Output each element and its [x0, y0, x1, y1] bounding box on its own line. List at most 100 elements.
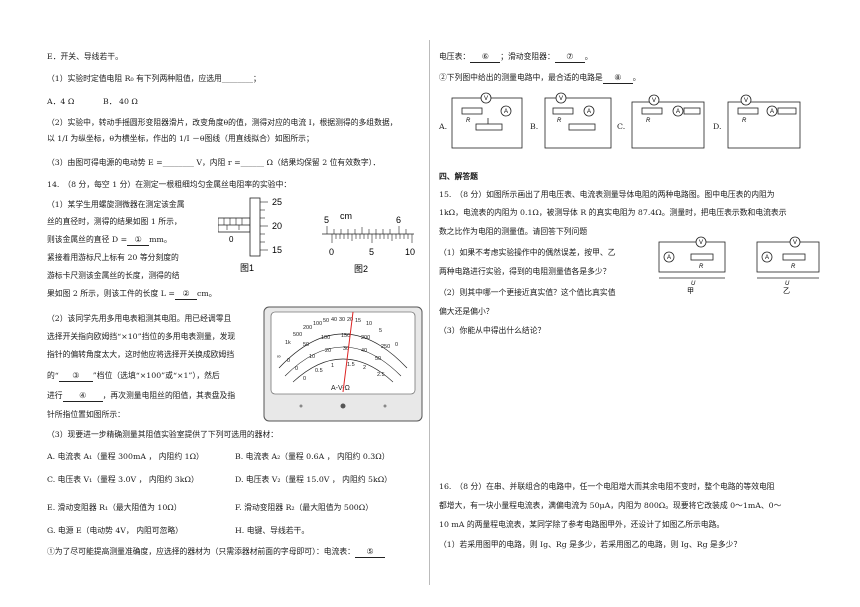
- micrometer-tick-25: 25: [272, 197, 282, 207]
- q16-line1: 16. （8 分）在串、并联组合的电路中，任一个电阻增大而其余电阻不变时，整个电…: [439, 482, 775, 491]
- equip-f: F. 滑动变阻器 R₂（最大阻值为 500Ω）: [235, 503, 374, 512]
- svg-text:R: R: [742, 118, 747, 124]
- q15-part3: （3）你能从中得出什么结论？: [439, 326, 546, 335]
- dc-label-250: 250: [381, 344, 390, 350]
- micrometer-zero-label: 0: [229, 235, 234, 244]
- line-options-e: E．开关、导线若干。: [47, 52, 123, 61]
- ohm-label-500: 500: [293, 332, 302, 338]
- v-label-1: 1: [331, 363, 334, 369]
- fig-yi-caption: 乙: [783, 287, 790, 294]
- q14-3-title: （3）现要进一步精确测量其阻值实验室提供了下列可选用的器材：: [47, 430, 279, 439]
- ac-label-50: 50: [375, 356, 381, 362]
- circuit-label-b: B.: [530, 122, 539, 131]
- q15-part2-b: 偏大还是偏小？: [439, 307, 494, 316]
- ac-label-0: 0: [295, 366, 298, 372]
- ohm-label-15: 15: [355, 318, 361, 324]
- option-a: A．4 Ω: [47, 97, 75, 106]
- blank-5[interactable]: ⑤: [354, 547, 385, 558]
- fig2-caption: 图2: [354, 264, 368, 274]
- caliper-bottom-10: 10: [405, 247, 415, 257]
- caliper-bottom-5: 5: [369, 247, 374, 257]
- ac-label-30: 30: [343, 346, 349, 352]
- voltmeter-icon: V: [699, 240, 703, 246]
- q13-part1: （1）实验时定值电阻 R₀ 有下列两种阻值，应选用________；: [47, 74, 261, 83]
- q16-line3: 10 mA 的两量程电流表，某同学除了参考电路图甲外，还设计了如图乙所示电路。: [439, 520, 725, 529]
- voltmeter-icon: V: [744, 98, 748, 104]
- q14-title: 14. （8 分，每空 1 分）在测定一根粗细均匀金属丝电阻率的实验中：: [47, 180, 292, 189]
- blank-8[interactable]: ⑧: [602, 73, 633, 84]
- q14-2-line4: 的“③”档位（选填“×100”或“×1”），然后: [47, 371, 220, 382]
- svg-text:U: U: [785, 281, 790, 287]
- ammeter-icon: A: [676, 109, 680, 115]
- dc-label-0: 0: [287, 358, 290, 364]
- ammeter-icon: A: [765, 255, 769, 261]
- blank-3[interactable]: ③: [58, 371, 93, 382]
- equip-h: H. 电键、导线若干。: [235, 526, 310, 535]
- q14-2-line6: 针所指位置如图所示：: [47, 410, 125, 419]
- svg-text:R: R: [791, 264, 796, 270]
- section-4-heading: 四、解答题: [439, 172, 478, 181]
- caliper-top-5: 5: [324, 215, 329, 225]
- ohm-label-20: 20: [347, 317, 353, 323]
- q15-part1-a: （1）如果不考虑实验操作中的偶然误差，按甲、乙: [439, 248, 616, 257]
- ohm-label-200: 200: [303, 325, 312, 331]
- ohm-label-1k: 1k: [285, 340, 291, 346]
- q15-line2: 1kΩ，电流表的内阻为 0.1Ω，被测导体 R 的真实电阻为 87.4Ω。测量时…: [439, 208, 787, 217]
- v-label-2: 2: [363, 365, 366, 371]
- dc-label-200: 200: [361, 335, 370, 341]
- dc-label-100: 100: [321, 335, 330, 341]
- q14-1-line1: （1）某学生用螺旋测微器在测定该金属: [47, 200, 185, 209]
- column-divider: [429, 40, 430, 585]
- equip-d: D. 电压表 V₂（量程 15.0V ， 内阻约 5kΩ）: [235, 475, 392, 484]
- q13-part2-cont: 以 1/I 为纵坐标，θ为横坐标，作出的 1/I －θ图线（用直线拟合）如图所示…: [47, 134, 314, 143]
- dc-label-50: 50: [303, 342, 309, 348]
- svg-text:R: R: [557, 118, 562, 124]
- ohm-label-30: 30: [339, 317, 345, 323]
- caliper-figure: cm 5 6 0 5 10 图2: [322, 211, 415, 274]
- blank-7[interactable]: ⑦: [554, 52, 585, 63]
- q15-part2-a: （2）则其中哪一个更接近真实值？这个值比真实值: [439, 288, 616, 297]
- svg-text:R: R: [646, 118, 651, 124]
- micrometer-figure: 0 25 20 15 图1: [218, 197, 282, 273]
- caliper-top-6: 6: [396, 215, 401, 225]
- voltmeter-icon: V: [559, 96, 563, 102]
- voltmeter-icon: V: [484, 96, 488, 102]
- q15-part1-b: 两种电路进行实验，得到的电阻测量值各是多少？: [439, 267, 611, 276]
- q15-line3: 数之比作为电阻的测量值。请回答下列问题: [439, 227, 588, 236]
- equip-e: E. 滑动变阻器 R₁（最大阻值为 10Ω）: [47, 503, 182, 512]
- ohm-label-50: 50: [323, 318, 329, 324]
- q15-circuits: A V A V R R U U 甲 乙: [658, 236, 820, 294]
- multimeter-figure: ∞ 1k 500 200 100 50 40 30 20 15 10 5 0 0…: [263, 306, 423, 422]
- meter-scale-label: A-V-Ω: [331, 385, 350, 392]
- caliper-unit: cm: [340, 211, 352, 221]
- micrometer-tick-20: 20: [272, 221, 282, 231]
- q16-part1: （1）若采用图甲的电路，则 Ig、Rg 是多少，若采用图乙的电路，则 Ig、Rg…: [439, 540, 742, 549]
- q14-2-line1: （2）该同学先用多用电表粗测其电阻。用已经调零且: [47, 314, 232, 323]
- ammeter-icon: A: [770, 109, 774, 115]
- equip-g: G. 电源 E（电动势 4V， 内阻可忽略）: [47, 526, 183, 535]
- ohm-label-40: 40: [331, 317, 337, 323]
- q16-line2: 都增大，有一块小量程电流表，满偏电流为 50μA，内阻为 800Ω。现要将它改装…: [439, 501, 782, 510]
- blank-2[interactable]: ②: [174, 289, 197, 300]
- ohm-label-100: 100: [313, 321, 322, 327]
- q14-1-line4: 紧接着用游标尺上标有 20 等分刻度的: [47, 253, 179, 262]
- q14-3-sub1: ①为了尽可能提高测量准确度，应选择的器材为（只需添器材前面的字母即可）：电流表：…: [47, 547, 385, 558]
- q13-part3: （3）由图可得电源的电动势 E =________ V，内阻 r =______…: [47, 158, 381, 167]
- circuit-c: V A R: [631, 94, 705, 149]
- meter-needle: [342, 311, 354, 393]
- voltmeter-icon: V: [652, 98, 656, 104]
- blank-1[interactable]: ①: [127, 235, 150, 246]
- v-label-0-5: 0.5: [315, 368, 323, 374]
- ac-label-10: 10: [309, 354, 315, 360]
- q14-1-line2: 丝的直径时，测得的结果如图 1 所示，: [47, 217, 182, 226]
- q13-part2: （2）实验中，转动手摇圆形变阻器滑片，改变角度θ的值，测得对应的电流 I，根据测…: [47, 118, 398, 127]
- voltmeter-icon: V: [793, 240, 797, 246]
- blank-4[interactable]: ④: [62, 391, 103, 402]
- dc-label-150: 150: [341, 333, 350, 339]
- blank-6[interactable]: ⑥: [470, 52, 501, 63]
- r-line1: 电压表：⑥；滑动变阻器：⑦。: [439, 52, 593, 63]
